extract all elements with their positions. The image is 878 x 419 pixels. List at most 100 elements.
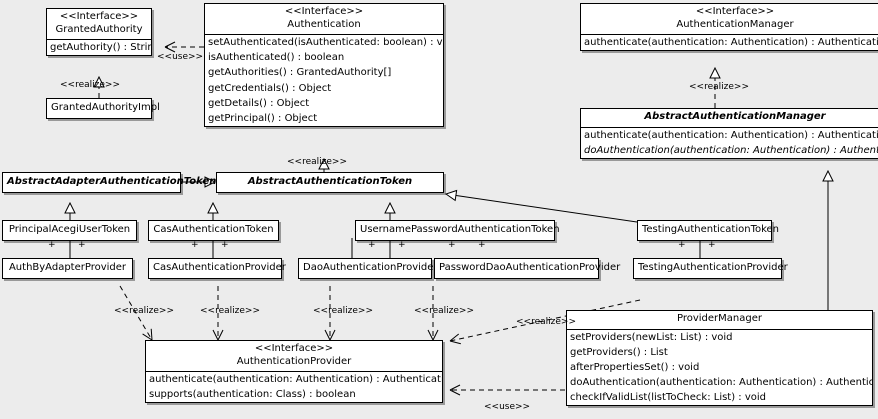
- operations-compartment: getAuthority() : String: [47, 39, 151, 55]
- class-name: CasAuthenticationToken: [153, 224, 274, 235]
- operation: authenticate(authentication: Authenticat…: [584, 37, 878, 48]
- edge-label-realize-abstract-authentication-manager: <<realize>>: [689, 82, 749, 92]
- class-header: AbstractAdapterAuthenticationToken: [3, 173, 217, 192]
- association-marker-plus: +: [48, 240, 56, 250]
- operation: checkIfValidList(listToCheck: List) : vo…: [570, 392, 767, 404]
- class-header: ProviderManager: [567, 311, 872, 329]
- class-authentication-provider[interactable]: <<Interface>> AuthenticationProvider aut…: [145, 340, 443, 404]
- class-name: ProviderManager: [676, 313, 762, 324]
- class-granted-authority[interactable]: <<Interface>> GrantedAuthority getAuthor…: [46, 8, 152, 57]
- class-name: AbstractAdapterAuthenticationToken: [7, 176, 217, 187]
- operation: authenticate(authentication: Authenticat…: [149, 374, 442, 385]
- stereotype-label: <<Interface>>: [59, 11, 139, 22]
- class-header: PrincipalAcegiUserToken: [3, 221, 136, 240]
- class-dao-authentication-provider[interactable]: DaoAuthenticationProvider: [298, 258, 438, 279]
- operations-compartment: authenticate(authentication: Authenticat…: [581, 34, 878, 50]
- class-header: PasswordDaoAuthenticationProvider: [435, 259, 621, 278]
- operations-compartment: setProviders(newList: List) : void getPr…: [567, 328, 872, 406]
- operation: isAuthenticated() : boolean: [208, 52, 345, 64]
- class-provider-manager[interactable]: ProviderManager setProviders(newList: Li…: [566, 310, 873, 407]
- operation: getCredentials() : Object: [208, 82, 332, 94]
- class-name: TestingAuthenticationProvider: [638, 262, 788, 273]
- operation: setProviders(newList: List) : void: [570, 331, 733, 343]
- class-abstract-adapter-authentication-token[interactable]: AbstractAdapterAuthenticationToken: [2, 172, 217, 193]
- class-header: AbstractAuthenticationToken: [217, 173, 443, 192]
- class-header: CasAuthenticationProvider: [149, 259, 286, 278]
- edge-label-realize-abstract-authentication-token: <<realize>>: [287, 157, 347, 167]
- class-authentication-manager[interactable]: <<Interface>> AuthenticationManager auth…: [580, 3, 878, 52]
- class-cas-authentication-provider[interactable]: CasAuthenticationProvider: [148, 258, 286, 279]
- class-granted-authority-impl[interactable]: GrantedAuthorityImpl: [46, 98, 160, 119]
- class-authentication[interactable]: <<Interface>> Authentication setAuthenti…: [204, 3, 444, 128]
- operations-compartment: authenticate(authentication: Authenticat…: [581, 126, 878, 158]
- operation: getDetails() : Object: [208, 97, 310, 109]
- operation: afterPropertiesSet() : void: [570, 361, 700, 373]
- class-header: TestingAuthenticationProvider: [634, 259, 788, 278]
- association-marker-plus: +: [678, 240, 686, 250]
- class-cas-authentication-token[interactable]: CasAuthenticationToken: [148, 220, 279, 241]
- class-header: GrantedAuthorityImpl: [47, 99, 160, 118]
- class-name: AuthenticationProvider: [236, 355, 352, 367]
- operation: supports(authentication: Class) : boolea…: [149, 389, 356, 401]
- class-name: PrincipalAcegiUserToken: [8, 224, 131, 235]
- stereotype-label: <<Interface>>: [254, 343, 334, 354]
- association-marker-plus: +: [368, 240, 376, 250]
- class-header: AbstractAuthenticationManager: [581, 109, 878, 127]
- class-name: DaoAuthenticationProvider: [303, 262, 438, 273]
- class-testing-authentication-provider[interactable]: TestingAuthenticationProvider: [633, 258, 788, 279]
- operation: getPrincipal() : Object: [208, 112, 318, 124]
- operation: authenticate(authentication: Authenticat…: [584, 129, 878, 141]
- association-marker-plus: +: [478, 240, 486, 250]
- class-name: GrantedAuthorityImpl: [51, 102, 160, 113]
- class-header: <<Interface>> Authentication: [205, 4, 443, 34]
- class-auth-by-adapter-provider[interactable]: AuthByAdapterProvider: [2, 258, 133, 279]
- class-abstract-authentication-manager[interactable]: AbstractAuthenticationManager authentica…: [580, 108, 878, 159]
- association-marker-plus: +: [448, 240, 456, 250]
- operation: getProviders() : List: [570, 346, 668, 358]
- class-principal-acegi-user-token[interactable]: PrincipalAcegiUserToken: [2, 220, 137, 241]
- class-name: UsernamePasswordAuthenticationToken: [360, 224, 560, 235]
- association-marker-plus: +: [191, 240, 199, 250]
- class-name: GrantedAuthority: [55, 23, 143, 35]
- class-testing-authentication-token[interactable]: TestingAuthenticationToken: [637, 220, 780, 241]
- edge-label-realize-cas-provider: <<realize>>: [200, 306, 260, 316]
- class-abstract-authentication-token[interactable]: AbstractAuthenticationToken: [216, 172, 444, 193]
- association-marker-plus: +: [78, 240, 86, 250]
- class-name: TestingAuthenticationToken: [642, 224, 780, 235]
- class-name: AuthByAdapterProvider: [8, 262, 127, 273]
- class-header: <<Interface>> GrantedAuthority: [47, 9, 151, 39]
- stereotype-label: <<Interface>>: [284, 6, 364, 17]
- operation: getAuthorities() : GrantedAuthority[]: [208, 67, 392, 79]
- class-header: <<Interface>> AuthenticationProvider: [146, 341, 442, 371]
- class-name: Authentication: [287, 18, 361, 30]
- class-name: AbstractAuthenticationToken: [247, 176, 413, 187]
- edge-label-realize-granted-authority-impl: <<realize>>: [60, 80, 120, 90]
- edge-label-realize-auth-by-adapter-provider: <<realize>>: [114, 306, 174, 316]
- class-password-dao-authentication-provider[interactable]: PasswordDaoAuthenticationProvider: [434, 258, 621, 279]
- class-header: DaoAuthenticationProvider: [299, 259, 438, 278]
- class-name: PasswordDaoAuthenticationProvider: [439, 262, 621, 273]
- operation: setAuthenticated(isAuthenticated: boolea…: [208, 37, 443, 48]
- class-name: CasAuthenticationProvider: [153, 262, 286, 273]
- class-name: AuthenticationManager: [676, 18, 794, 30]
- edge-label-realize-dao-provider: <<realize>>: [313, 306, 373, 316]
- class-name: AbstractAuthenticationManager: [644, 111, 826, 122]
- operation: doAuthentication(authentication: Authent…: [570, 377, 872, 389]
- operation: doAuthentication(authentication: Authent…: [584, 144, 878, 156]
- class-header: CasAuthenticationToken: [149, 221, 278, 240]
- class-header: TestingAuthenticationToken: [638, 221, 780, 240]
- class-header: <<Interface>> AuthenticationManager: [581, 4, 878, 34]
- operation: getAuthority() : String: [50, 42, 151, 53]
- edge-label-realize-password-dao-provider: <<realize>>: [414, 306, 474, 316]
- class-header: AuthByAdapterProvider: [3, 259, 132, 278]
- edge-label-use-provider-manager-authentication-provider: <<use>>: [484, 402, 531, 412]
- association-marker-plus: +: [708, 240, 716, 250]
- operations-compartment: setAuthenticated(isAuthenticated: boolea…: [205, 34, 443, 126]
- association-marker-plus: +: [221, 240, 229, 250]
- association-marker-plus: +: [398, 240, 406, 250]
- class-header: UsernamePasswordAuthenticationToken: [356, 221, 560, 240]
- edge-label-realize-provider-manager: <<realize>>: [516, 317, 576, 327]
- class-username-password-authentication-token[interactable]: UsernamePasswordAuthenticationToken: [355, 220, 560, 241]
- operations-compartment: authenticate(authentication: Authenticat…: [146, 371, 442, 402]
